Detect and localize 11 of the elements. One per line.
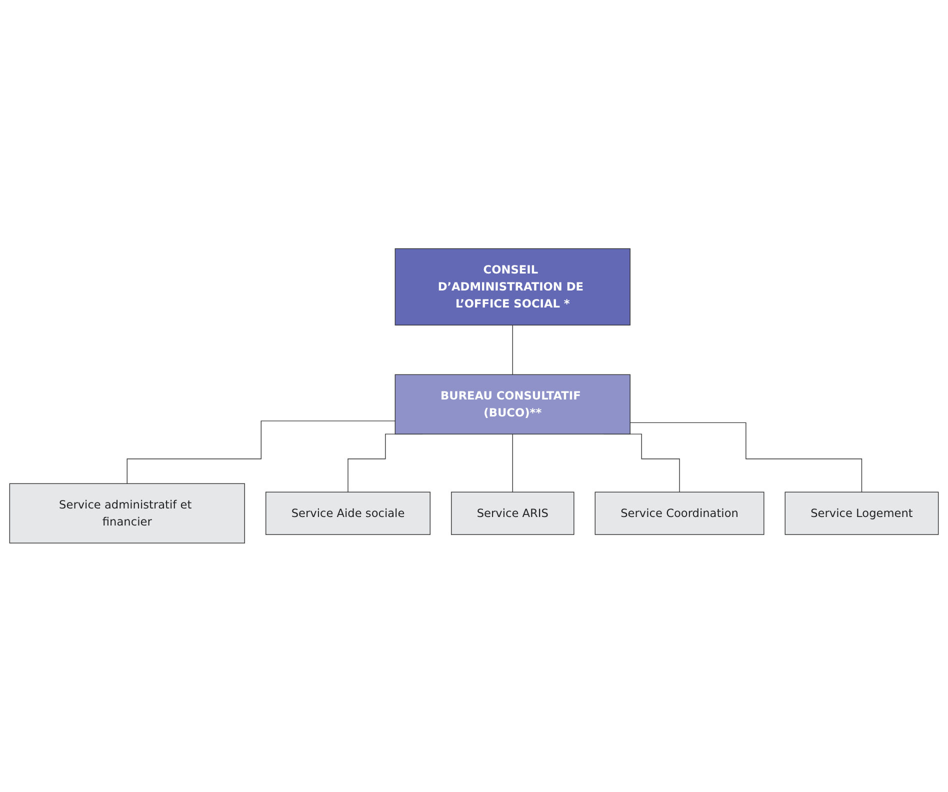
node-box: Service Aide sociale bbox=[266, 492, 430, 536]
node-box: Service Logement bbox=[784, 492, 939, 536]
connector bbox=[512, 434, 513, 493]
node-box: BUREAU CONSULTATIF (BUCO)** bbox=[394, 374, 630, 435]
connector bbox=[512, 324, 513, 376]
node-box: Service administratif et financier bbox=[9, 483, 245, 544]
node-box: Service ARIS bbox=[451, 492, 574, 536]
connector bbox=[126, 420, 396, 484]
connector bbox=[630, 422, 862, 493]
node-box: CONSEIL D’ADMINISTRATION DE L’OFFICE SOCIAL * bbox=[394, 248, 630, 326]
node-box: Service Coordination bbox=[594, 492, 764, 536]
